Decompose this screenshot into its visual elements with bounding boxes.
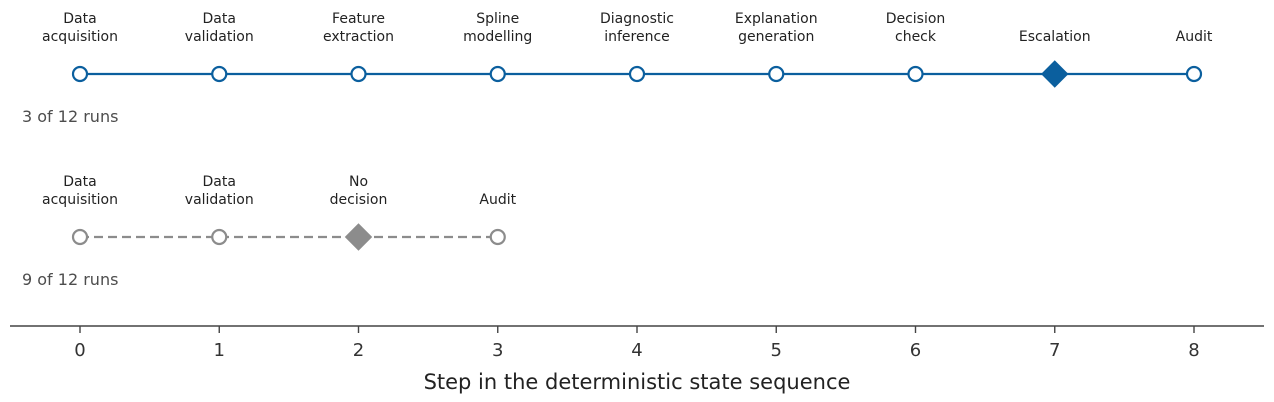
step-label: Diagnostic inference <box>600 11 674 45</box>
step-label-line: Data <box>203 174 236 190</box>
step-label: Spline modelling <box>463 11 532 45</box>
step-label-line: Decision <box>886 11 946 27</box>
step-label: Data acquisition <box>42 174 118 208</box>
x-tick-label: 5 <box>771 340 782 361</box>
step-marker-diamond <box>1041 60 1069 88</box>
step-label-line: Diagnostic <box>600 11 674 27</box>
step-label-line: inference <box>604 29 670 45</box>
x-tick-label: 6 <box>910 340 921 361</box>
step-marker-circle <box>211 65 228 83</box>
step-label-line: Data <box>203 11 236 27</box>
step-marker-circle <box>71 65 89 83</box>
step-marker-circle <box>907 65 924 83</box>
step-label-line: acquisition <box>42 192 118 208</box>
step-label-line: Audit <box>1176 29 1213 45</box>
step-label: Audit <box>1176 29 1213 45</box>
step-label: Data validation <box>185 11 254 45</box>
step-marker-circle <box>1185 65 1203 83</box>
x-tick-label: 8 <box>1188 340 1199 361</box>
x-tick-label: 3 <box>492 340 503 361</box>
step-label-line: Escalation <box>1019 29 1091 45</box>
step-marker-circle <box>350 65 367 83</box>
step-marker-circle <box>489 228 506 246</box>
runs-count-label: 9 of 12 runs <box>22 270 118 289</box>
step-label-line: Audit <box>479 192 516 208</box>
step-label-line: decision <box>330 192 388 208</box>
step-label-line: Explanation <box>735 11 818 27</box>
step-marker-circle <box>489 65 506 83</box>
step-marker-circle <box>71 228 89 246</box>
x-tick-label: 7 <box>1049 340 1060 361</box>
step-label: Data validation <box>185 174 254 208</box>
step-label-line: Feature <box>332 11 385 27</box>
runs-count-label: 3 of 12 runs <box>22 107 118 126</box>
x-tick-label: 0 <box>74 340 85 361</box>
step-label: Audit <box>479 192 516 208</box>
step-label-line: extraction <box>323 29 394 45</box>
step-label-line: generation <box>738 29 814 45</box>
step-label: Explanation generation <box>735 11 818 45</box>
step-label: Decision check <box>886 11 946 45</box>
step-label-line: modelling <box>463 29 532 45</box>
step-label: Feature extraction <box>323 11 394 45</box>
x-axis-title: Step in the deterministic state sequence <box>424 370 851 394</box>
step-marker-circle <box>211 228 228 246</box>
step-label: Data acquisition <box>42 11 118 45</box>
x-tick-label: 2 <box>353 340 364 361</box>
x-tick-label: 1 <box>214 340 225 361</box>
step-marker-circle <box>768 65 785 83</box>
x-axis: 0 1 2 3 4 5 6 7 8 <box>10 325 1264 361</box>
series-row-0: Data acquisition Data validation Feature extr… <box>22 11 1213 126</box>
step-label-line: validation <box>185 29 254 45</box>
step-label-line: Data <box>63 174 96 190</box>
step-marker-diamond <box>344 223 373 251</box>
step-label: No decision <box>330 174 388 208</box>
step-label: Escalation <box>1019 29 1091 45</box>
step-label-line: Data <box>63 11 96 27</box>
step-label-line: acquisition <box>42 29 118 45</box>
step-marker-circle <box>628 65 646 83</box>
step-label-line: check <box>895 29 937 45</box>
step-label-line: Spline <box>476 11 519 27</box>
x-tick-label: 4 <box>631 340 642 361</box>
step-label-line: validation <box>185 192 254 208</box>
step-label-line: No <box>349 174 368 190</box>
series-row-1: Data acquisition Data validation No decision A… <box>22 174 517 289</box>
